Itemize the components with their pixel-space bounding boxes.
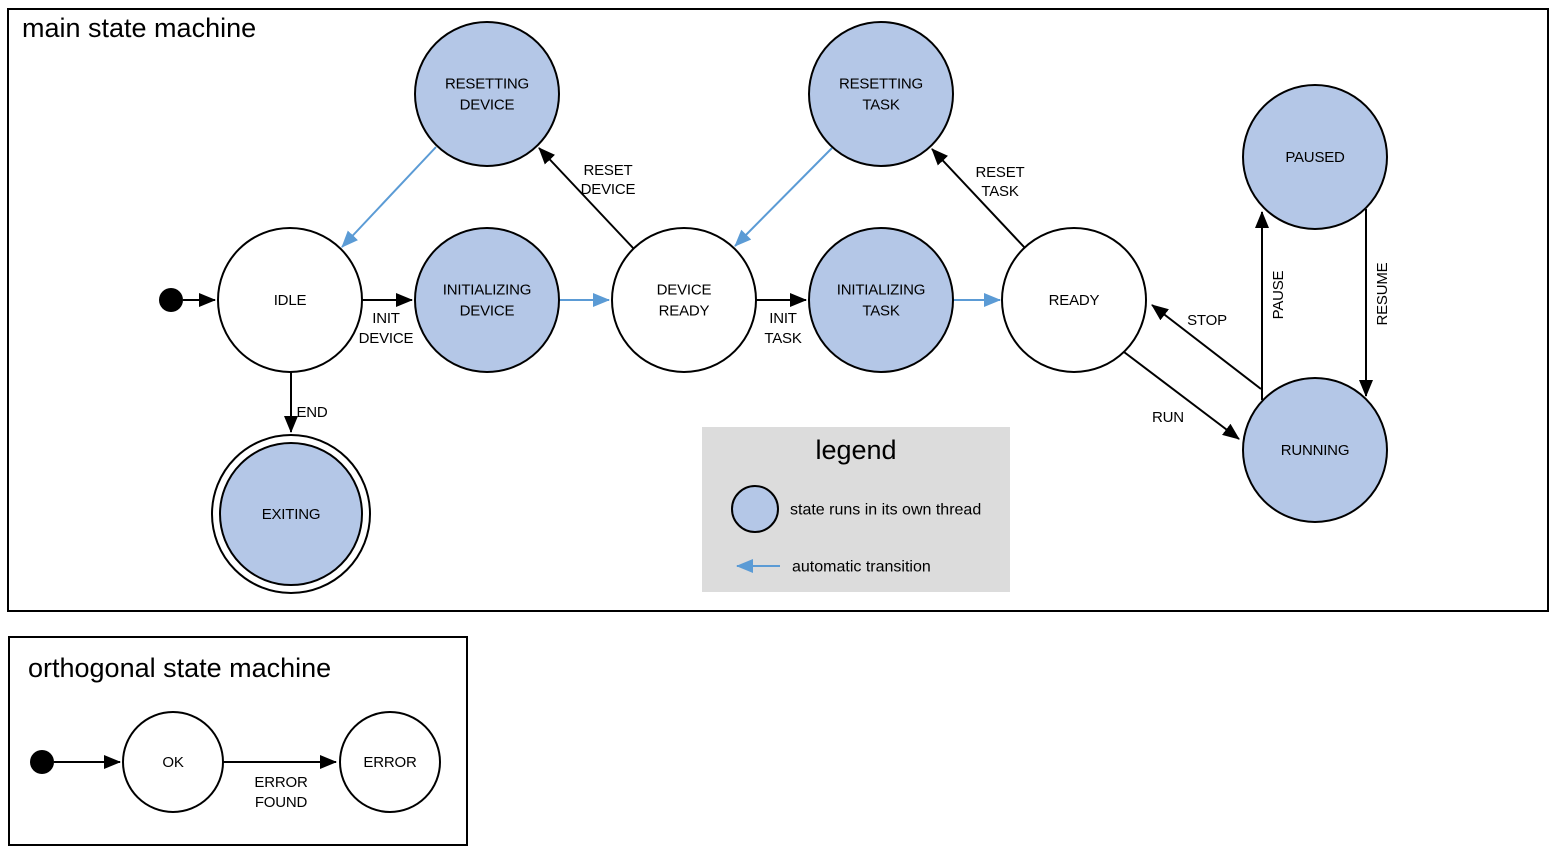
state-resetting-device — [414, 21, 560, 167]
transition-ready-to-running — [1123, 351, 1240, 440]
legend-item-auto-transition-label: automatic transition — [792, 559, 931, 576]
state-initializing-task — [808, 227, 954, 373]
state-label-ok: OK — [162, 754, 183, 771]
transition-label-running-to-ready: STOP — [1187, 312, 1227, 329]
thread-state-circle-icon — [731, 485, 779, 533]
transition-device-ready-to-resetting-device — [538, 147, 635, 250]
state-paused — [1242, 84, 1388, 230]
state-label-error: ERROR — [363, 754, 417, 771]
state-error — [339, 711, 441, 813]
transition-label-paused-to-running: RESUME — [1374, 262, 1391, 325]
state-running — [1242, 377, 1388, 523]
transition-resetting-device-to-idle — [341, 146, 437, 248]
state-ready — [1001, 227, 1147, 373]
legend-item-thread-state-label: state runs in its own thread — [790, 502, 981, 519]
transition-running-to-ready — [1151, 304, 1262, 390]
transition-label-running-to-paused: PAUSE — [1270, 270, 1287, 319]
transition-resetting-task-to-device-ready — [734, 147, 833, 247]
orthogonal-initial-state-dot — [30, 750, 54, 774]
transition-label-idle-to-exiting: END — [296, 404, 327, 421]
main-initial-state-dot — [159, 288, 183, 312]
main-panel-title: main state machine — [22, 13, 256, 43]
state-idle — [217, 227, 363, 373]
state-initializing-device — [414, 227, 560, 373]
state-label-ready: READY — [1049, 292, 1100, 309]
state-label-paused: PAUSED — [1285, 149, 1345, 166]
legend-title: legend — [815, 435, 896, 465]
state-label-exiting: EXITING — [262, 506, 321, 523]
state-device-ready — [611, 227, 757, 373]
state-label-running: RUNNING — [1281, 442, 1350, 459]
state-resetting-task — [808, 21, 954, 167]
legend: legend state runs in its own thread auto… — [702, 427, 1010, 592]
state-exiting — [219, 442, 363, 586]
orthogonal-panel-title: orthogonal state machine — [28, 653, 331, 683]
transition-label-ready-to-running: RUN — [1152, 409, 1184, 426]
state-label-idle: IDLE — [274, 292, 307, 309]
state-ok — [122, 711, 224, 813]
transition-ready-to-resetting-task — [931, 148, 1026, 249]
